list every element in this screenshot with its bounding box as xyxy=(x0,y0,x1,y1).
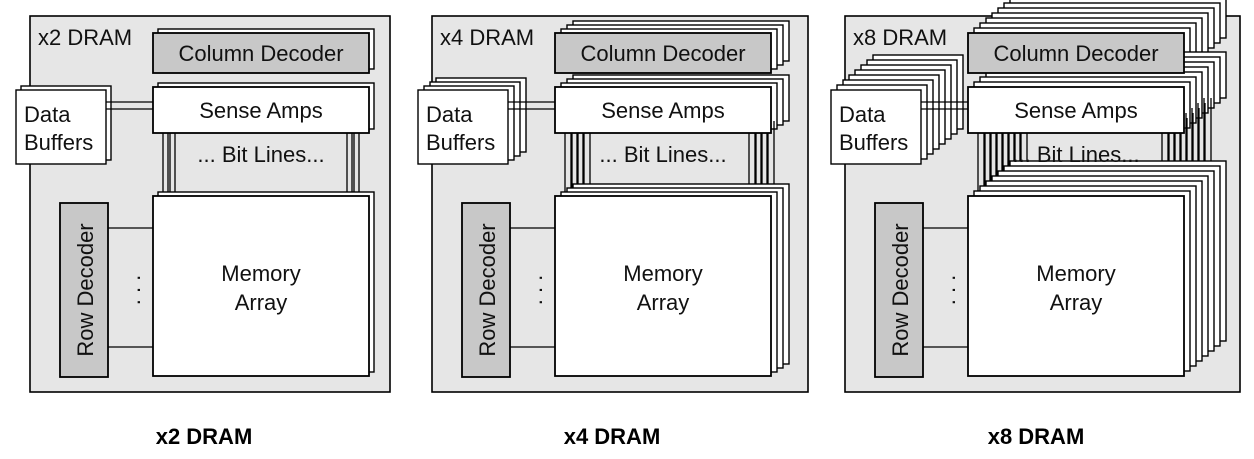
column-decoder-label: Column Decoder xyxy=(580,41,745,66)
row-dots-label: . . . xyxy=(522,275,547,306)
panel-title-background xyxy=(34,22,148,48)
memory-array xyxy=(152,195,370,377)
panel-caption: x4 DRAM xyxy=(564,424,661,449)
bit-lines-label: ... Bit Lines... xyxy=(1012,142,1139,167)
row-decoder-label: Row Decoder xyxy=(888,223,913,356)
panel-title: x4 DRAM xyxy=(440,25,534,50)
memory-array-label-line2: Array xyxy=(235,290,288,315)
column-decoder xyxy=(967,32,1185,74)
data-buffers-layer xyxy=(417,89,509,165)
row-decoder xyxy=(874,202,924,378)
bit-lines-label: ... Bit Lines... xyxy=(599,142,726,167)
sense-amps xyxy=(967,86,1185,134)
row-decoder-label: Row Decoder xyxy=(73,223,98,356)
row-decoder-label: Row Decoder xyxy=(475,223,500,356)
row-decoder xyxy=(461,202,511,378)
panel-caption: x8 DRAM xyxy=(988,424,1085,449)
row-dots-label: . . . xyxy=(935,275,960,306)
column-decoder-label: Column Decoder xyxy=(178,41,343,66)
panel-title-background xyxy=(849,22,963,48)
panel-title: x2 DRAM xyxy=(38,25,132,50)
memory-array-label-line2: Array xyxy=(1050,290,1103,315)
sense-amps-label: Sense Amps xyxy=(199,98,323,123)
panel-title-background xyxy=(436,22,550,48)
bit-lines-label: ... Bit Lines... xyxy=(197,142,324,167)
data-buffers-label-line1: Data xyxy=(426,102,473,127)
memory-array-label-line1: Memory xyxy=(623,261,702,286)
memory-array-label-line2: Array xyxy=(637,290,690,315)
data-buffers-layer xyxy=(15,89,107,165)
data-buffers-label-line2: Buffers xyxy=(839,130,908,155)
sense-amps xyxy=(152,86,370,134)
row-decoder xyxy=(59,202,109,378)
row-dots-label: . . . xyxy=(120,275,145,306)
column-decoder-label: Column Decoder xyxy=(993,41,1158,66)
data-buffers-label-line2: Buffers xyxy=(24,130,93,155)
data-buffers-label-line1: Data xyxy=(839,102,886,127)
memory-array xyxy=(554,195,772,377)
data-buffers-layer xyxy=(830,89,922,165)
memory-array-label-line1: Memory xyxy=(221,261,300,286)
sense-amps-label: Sense Amps xyxy=(601,98,725,123)
panel-caption: x2 DRAM xyxy=(156,424,253,449)
sense-amps-label: Sense Amps xyxy=(1014,98,1138,123)
column-decoder xyxy=(554,32,772,74)
data-buffers-label-line1: Data xyxy=(24,102,71,127)
memory-array xyxy=(967,195,1185,377)
column-decoder xyxy=(152,32,370,74)
data-buffers-label-line2: Buffers xyxy=(426,130,495,155)
sense-amps xyxy=(554,86,772,134)
panel-title: x8 DRAM xyxy=(853,25,947,50)
memory-array-label-line1: Memory xyxy=(1036,261,1115,286)
